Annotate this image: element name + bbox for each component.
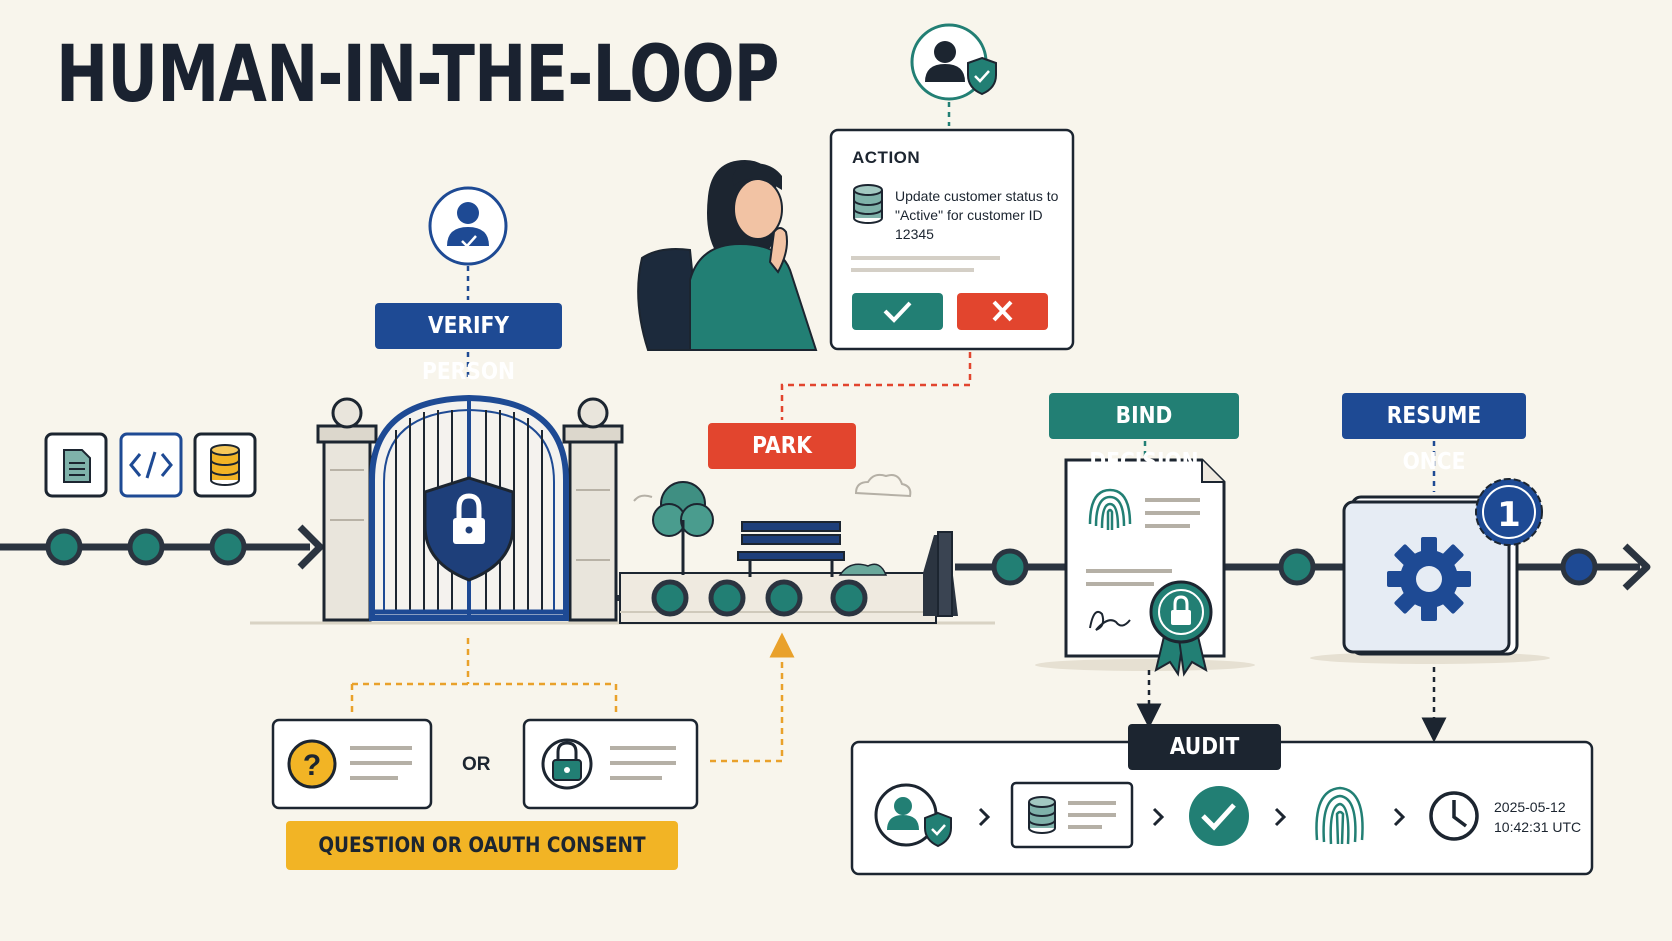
oauth-card bbox=[522, 718, 699, 810]
bind-decision-label: BIND DECISION bbox=[1049, 393, 1239, 475]
audit-label: AUDIT bbox=[1128, 724, 1281, 770]
approve-button[interactable] bbox=[852, 293, 943, 330]
seal-lock-icon bbox=[1149, 580, 1213, 677]
audit-time: 10:42:31 UTC bbox=[1494, 819, 1582, 835]
reviewer-person-illustration bbox=[637, 160, 818, 351]
flow-nodes bbox=[45, 528, 1598, 586]
audit-record-icon bbox=[1010, 781, 1134, 849]
clock-icon bbox=[1429, 791, 1479, 841]
lock-shield-icon bbox=[423, 476, 515, 582]
action-card-text: Update customer status to "Active" for c… bbox=[895, 188, 1059, 242]
database-icon bbox=[193, 432, 257, 498]
question-card: ? bbox=[271, 718, 433, 810]
resume-count-value: 1 bbox=[1497, 495, 1521, 535]
verified-person-icon bbox=[428, 186, 508, 266]
svg-text:?: ? bbox=[303, 749, 321, 782]
park-label: PARK bbox=[708, 423, 856, 469]
page-title: HUMAN-IN-THE-LOOP bbox=[56, 30, 779, 120]
code-icon bbox=[119, 432, 183, 498]
reviewer-approved-icon bbox=[910, 23, 997, 101]
resume-once-label: RESUME ONCE bbox=[1342, 393, 1526, 475]
audit-panel bbox=[850, 740, 1594, 876]
fingerprint-icon bbox=[1088, 488, 1132, 530]
consent-connectors bbox=[350, 632, 795, 763]
document-icon bbox=[44, 432, 108, 498]
or-separator: OR bbox=[462, 754, 491, 775]
park-scene bbox=[619, 473, 958, 624]
action-database-icon bbox=[853, 184, 883, 224]
audit-date: 2025-05-12 bbox=[1494, 799, 1566, 815]
audit-timestamp: 2025-05-12 10:42:31 UTC bbox=[1494, 797, 1581, 837]
audit-fingerprint-icon bbox=[1315, 786, 1364, 845]
question-consent-label: QUESTION OR OAUTH CONSENT bbox=[286, 821, 678, 870]
action-card-heading: ACTION bbox=[852, 148, 921, 167]
verify-person-label: VERIFY PERSON bbox=[375, 303, 562, 385]
gear-icon bbox=[1387, 537, 1471, 621]
resume-count-badge bbox=[1475, 478, 1543, 546]
checkmark-icon bbox=[1189, 786, 1249, 846]
reject-button[interactable] bbox=[957, 293, 1048, 330]
audit-person-icon bbox=[874, 783, 952, 848]
